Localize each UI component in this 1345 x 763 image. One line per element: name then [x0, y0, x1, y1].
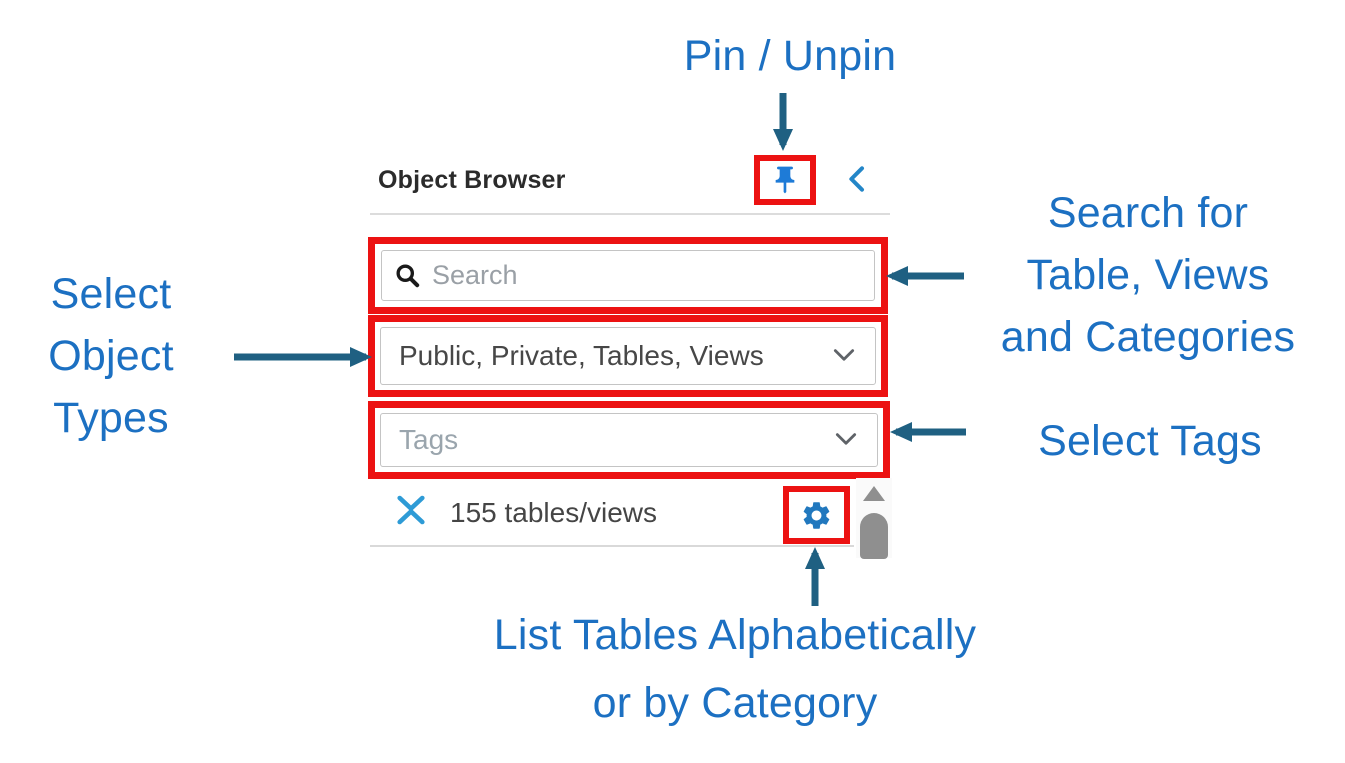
highlight-box-object-types: Public, Private, Tables, Views [368, 315, 888, 397]
gear-icon [803, 501, 830, 529]
search-input[interactable] [430, 259, 862, 292]
list-divider [370, 545, 854, 547]
callout-select-tags: Select Tags [1038, 417, 1262, 465]
callout-search: Search for Table, Views and Categories [955, 182, 1341, 368]
callout-pin-unpin: Pin / Unpin [683, 32, 897, 80]
triangle-up-icon[interactable] [863, 486, 885, 501]
callout-object-types-line: Object [48, 332, 174, 380]
collapse-panel-button[interactable] [842, 162, 874, 196]
chevron-left-icon [849, 166, 864, 192]
tags-placeholder: Tags [399, 424, 459, 455]
tags-dropdown[interactable]: Tags [380, 413, 878, 467]
chevron-down-icon [835, 433, 857, 445]
object-count: 155 tables/views [450, 497, 658, 528]
highlight-box-gear [783, 486, 850, 544]
collapse-chevrons-icon [397, 495, 425, 525]
callout-object-types: Select Object Types [5, 263, 217, 449]
chevron-down-icon [833, 349, 855, 361]
callout-list-tables: List Tables Alphabetically or by Categor… [428, 601, 1042, 737]
header-divider [370, 213, 890, 215]
object-types-value: Public, Private, Tables, Views [399, 340, 764, 371]
object-types-dropdown[interactable]: Public, Private, Tables, Views [380, 327, 876, 385]
pin-button[interactable] [760, 161, 810, 199]
callout-object-types-line: Types [53, 394, 169, 442]
callout-object-types-line: Select [50, 270, 172, 318]
search-icon [396, 264, 420, 288]
list-settings-button[interactable] [789, 492, 844, 538]
callout-search-line: Table, Views [1026, 251, 1270, 299]
callout-search-line: Search for [1047, 189, 1249, 237]
highlight-box-tags: Tags [368, 401, 890, 479]
collapse-all-button[interactable] [394, 493, 428, 527]
pushpin-icon [775, 166, 795, 194]
search-field[interactable] [381, 250, 875, 301]
callout-search-line: and Categories [1000, 313, 1296, 361]
highlight-box-pin [754, 155, 816, 205]
callout-list-tables-line: or by Category [592, 679, 878, 727]
scrollbar[interactable] [856, 478, 892, 559]
scrollbar-thumb[interactable] [860, 513, 888, 559]
highlight-box-search [368, 237, 888, 314]
callout-list-tables-line: List Tables Alphabetically [493, 611, 977, 659]
page-title: Object Browser [378, 166, 566, 194]
